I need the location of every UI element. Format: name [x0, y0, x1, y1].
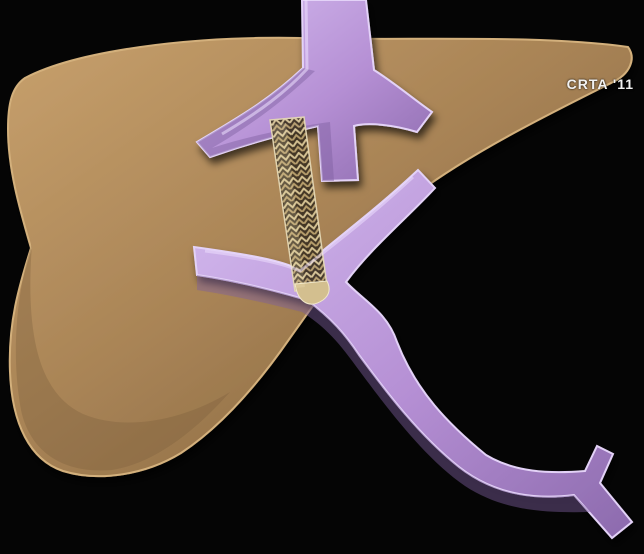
- watermark-text: CRTA '11: [567, 76, 634, 92]
